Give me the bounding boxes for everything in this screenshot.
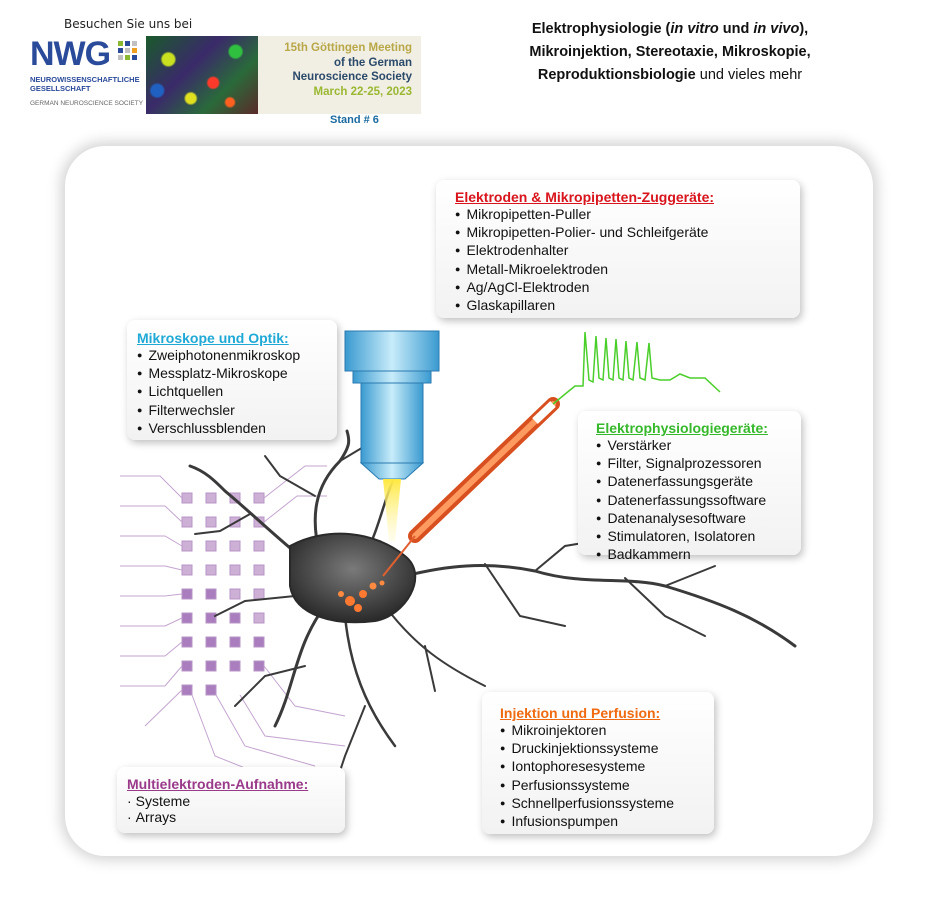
list-item: Datenerfassungssoftware [596,492,801,510]
list-item: Lichtquellen [137,383,337,401]
nwg-subtitle-line2: Gesellschaft [30,84,91,93]
list-item: Infusionspumpen [500,813,714,831]
headline-part-d: in vivo [753,21,800,37]
headline-line1: Elektrophysiologie (in vitro und in vivo… [470,18,870,41]
nwg-english-name: German Neuroscience Society [30,100,144,107]
nwg-subtitle: NeuroWissenschaftliche Gesellschaft [30,75,140,93]
meeting-line3: Neuroscience Society [292,71,412,83]
list-item: Iontophoresesysteme [500,758,714,776]
list-item: Mikropipetten-Polier- und Schleifgeräte [455,224,800,242]
list-item: Zweiphotonenmikroskop [137,347,337,365]
list-item: Messplatz-Mikroskope [137,365,337,383]
list-item: Verschlussblenden [137,420,337,438]
headline-part-a: Elektrophysiologie ( [531,21,671,37]
meeting-text: 15th Göttingen Meeting of the German Neu… [262,41,412,99]
list-item: Perfusionssysteme [500,777,714,795]
list-item: Glaskapillaren [455,297,800,315]
meeting-banner[interactable] [258,36,421,114]
card-ephys-list: Verstärker Filter, Signalprozessoren Dat… [596,437,801,564]
card-electrodes: Elektroden & Mikropipetten-Zuggeräte: Mi… [436,180,800,318]
card-injection-title: Injektion und Perfusion: [500,705,661,721]
card-injection-list: Mikroinjektoren Druckinjektionssysteme I… [500,722,714,831]
card-microscopes: Mikroskope und Optik: Zweiphotonenmikros… [127,320,337,440]
headline-part-b: in vitro [670,21,719,37]
stand-number: Stand # 6 [330,114,379,126]
list-item: Mikropipetten-Puller [455,206,800,224]
list-item: Elektrodenhalter [455,242,800,260]
list-item: Systeme [127,793,345,809]
card-microscopes-list: Zweiphotonenmikroskop Messplatz-Mikrosko… [137,347,337,438]
headline-line3-rest: und vieles mehr [695,67,803,83]
card-microscopes-title: Mikroskope und Optik: [137,330,289,346]
headline-part-e: ), [799,21,809,37]
card-ephys-title: Elektrophysiologiegeräte: [596,420,768,436]
meeting-line2: of the German [334,56,412,69]
list-item: Ag/AgCl-Elektroden [455,279,800,297]
action-potential-trace-icon [552,331,721,405]
list-item: Datenerfassungsgeräte [596,473,801,491]
list-item: Schnellperfusionssysteme [500,795,714,813]
headline-line2: Mikroinjektion, Stereotaxie, Mikroskopie… [470,41,870,64]
headline-line3: Reproduktionsbiologie und vieles mehr [470,64,870,87]
list-item: Datenanalysesoftware [596,510,801,528]
list-item: Filter, Signalprozessoren [596,455,801,473]
neuron-illustration [120,330,797,787]
fluorescence-microscopy-image [146,36,258,114]
list-item: Druckinjektionssysteme [500,740,714,758]
headline: Elektrophysiologie (in vitro und in vivo… [470,18,870,87]
card-ephys: Elektrophysiologiegeräte: Verstärker Fil… [578,411,801,562]
card-multielectrode-title: Multielektroden-Aufnahme: [127,776,309,792]
card-multielectrode: Multielektroden-Aufnahme: Systeme Arrays [117,767,345,833]
headline-line3-bold: Reproduktionsbiologie [537,67,696,83]
list-item: Badkammern [596,546,801,564]
list-item: Arrays [127,809,345,825]
card-injection: Injektion und Perfusion: Mikroinjektoren… [482,692,714,834]
list-item: Verstärker [596,437,801,455]
microscope-objective-icon [344,330,440,541]
list-item: Stimulatoren, Isolatoren [596,528,801,546]
meeting-line4: March 22-25, 2023 [313,85,412,98]
card-electrodes-list: Mikropipetten-Puller Mikropipetten-Polie… [455,206,800,315]
electrode-pipette-icon [382,397,560,577]
headline-part-c: und [718,21,754,37]
nwg-logo[interactable]: NWG [30,35,111,73]
list-item: Mikroinjektoren [500,722,714,740]
nwg-logo-grid-icon [118,41,137,60]
meeting-line1: 15th Göttingen Meeting [284,42,412,54]
card-electrodes-title: Elektroden & Mikropipetten-Zuggeräte: [455,189,715,205]
headline-line2-text: Mikroinjektion, Stereotaxie, Mikroskopie… [529,44,811,60]
multielectrode-array-icon [120,465,346,777]
list-item: Filterwechsler [137,402,337,420]
list-item: Metall-Mikroelektroden [455,261,800,279]
card-multielectrode-list: Systeme Arrays [127,793,345,825]
visit-us-text: Besuchen Sie uns bei [64,17,193,31]
nwg-subtitle-line1: NeuroWissenschaftliche [30,75,140,84]
